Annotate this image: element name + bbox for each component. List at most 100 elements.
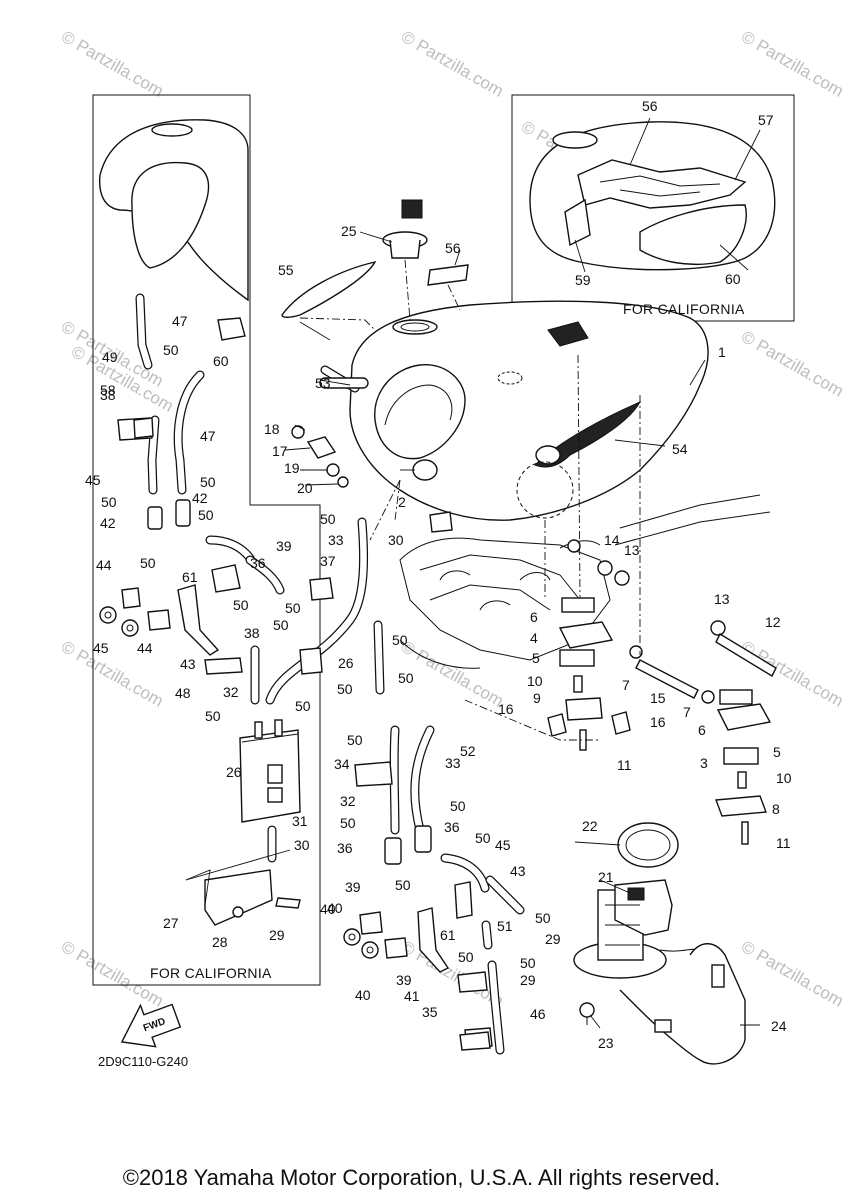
callout-49: 49 xyxy=(102,349,118,365)
callout-6: 6 xyxy=(530,609,538,625)
callout-29: 29 xyxy=(269,927,285,943)
callout-28: 28 xyxy=(212,934,228,950)
callout-40: 40 xyxy=(320,901,336,917)
callout-52: 52 xyxy=(460,743,476,759)
callout-26: 26 xyxy=(226,764,242,780)
callout-15: 15 xyxy=(650,690,666,706)
callout-16: 16 xyxy=(650,714,666,730)
callout-11: 11 xyxy=(776,835,791,851)
fwd-arrow: FWD xyxy=(120,1003,182,1048)
hoses xyxy=(135,293,525,1055)
callout-2: 2 xyxy=(398,494,406,510)
callout-4: 4 xyxy=(530,630,538,646)
callout-50: 50 xyxy=(475,830,491,846)
canister xyxy=(239,719,301,823)
callout-17: 17 xyxy=(272,443,288,459)
callout-40: 40 xyxy=(355,987,371,1003)
callout-43: 43 xyxy=(180,656,196,672)
callout-50: 50 xyxy=(392,632,408,648)
callout-50: 50 xyxy=(398,670,414,686)
callout-50: 50 xyxy=(205,708,221,724)
callout-33: 33 xyxy=(445,755,461,771)
callout-31: 31 xyxy=(292,813,308,829)
callout-45: 45 xyxy=(93,640,109,656)
callout-35: 35 xyxy=(422,1004,438,1020)
callout-30: 30 xyxy=(294,837,310,853)
callout-38: 38 xyxy=(244,625,260,641)
diagram-code: 2D9C110-G240 xyxy=(98,1054,188,1069)
callout-38: 38 xyxy=(100,387,116,403)
callout-42: 42 xyxy=(100,515,116,531)
callout-24: 24 xyxy=(771,1018,787,1034)
callout-60: 60 xyxy=(213,353,229,369)
callout-46: 46 xyxy=(530,1006,546,1022)
callout-53: 53 xyxy=(315,375,331,391)
left-box-caption: FOR CALIFORNIA xyxy=(150,965,272,981)
watermark-text: © Partzilla.com xyxy=(398,637,507,711)
callout-50: 50 xyxy=(163,342,179,358)
callout-13: 13 xyxy=(624,542,640,558)
watermark-text: © Partzilla.com xyxy=(398,27,507,101)
callout-5: 5 xyxy=(532,650,540,666)
callout-47: 47 xyxy=(200,428,216,444)
callout-50: 50 xyxy=(535,910,551,926)
callout-18: 18 xyxy=(264,421,280,437)
callout-32: 32 xyxy=(223,684,239,700)
callout-50: 50 xyxy=(273,617,289,633)
callout-50: 50 xyxy=(395,877,411,893)
callout-33: 33 xyxy=(328,532,344,548)
callout-14: 14 xyxy=(604,532,620,548)
watermark-text: © Partzilla.com xyxy=(58,27,167,101)
callout-23: 23 xyxy=(598,1035,614,1051)
copyright-text: ©2018 Yamaha Motor Corporation, U.S.A. A… xyxy=(122,1165,721,1190)
callout-32: 32 xyxy=(340,793,356,809)
callout-12: 12 xyxy=(765,614,781,630)
callout-29: 29 xyxy=(520,972,536,988)
callout-48: 48 xyxy=(175,685,191,701)
callout-29: 29 xyxy=(545,931,561,947)
watermark-text: © Partzilla.com xyxy=(738,327,843,401)
callout-1: 1 xyxy=(718,344,726,360)
callout-11: 11 xyxy=(617,757,632,773)
fuel-tank xyxy=(349,300,709,521)
watermark-text: © Partzilla.com xyxy=(738,27,843,101)
callout-58: 58 xyxy=(100,382,116,398)
leader-lines xyxy=(185,117,761,1029)
frame-sketch xyxy=(399,494,771,669)
callout-50: 50 xyxy=(458,949,474,965)
callout-50: 50 xyxy=(233,597,249,613)
callout-layer: 1234556677891010111112131314151616171819… xyxy=(85,98,792,1051)
callout-50: 50 xyxy=(140,555,156,571)
callout-61: 61 xyxy=(440,927,456,943)
callout-27: 27 xyxy=(163,915,179,931)
callout-44: 44 xyxy=(96,557,112,573)
callout-50: 50 xyxy=(520,955,536,971)
callout-22: 22 xyxy=(582,818,598,834)
callout-45: 45 xyxy=(85,472,101,488)
callout-21: 21 xyxy=(598,869,614,885)
callout-39: 39 xyxy=(345,879,361,895)
callout-42: 42 xyxy=(192,490,208,506)
callout-26: 26 xyxy=(338,655,354,671)
callout-40: 40 xyxy=(327,900,343,916)
callout-55: 55 xyxy=(278,262,294,278)
callout-8: 8 xyxy=(772,801,780,817)
callout-50: 50 xyxy=(320,511,336,527)
callout-39: 39 xyxy=(396,972,412,988)
callout-50: 50 xyxy=(295,698,311,714)
callout-16: 16 xyxy=(498,701,514,717)
callout-43: 43 xyxy=(510,863,526,879)
callout-9: 9 xyxy=(533,690,541,706)
callout-56: 56 xyxy=(445,240,461,256)
callout-41: 41 xyxy=(404,988,420,1004)
callout-20: 20 xyxy=(297,480,313,496)
right-box-caption: FOR CALIFORNIA xyxy=(623,301,745,317)
callout-50: 50 xyxy=(347,732,363,748)
fuel-pump xyxy=(573,822,746,1065)
callout-50: 50 xyxy=(450,798,466,814)
callout-30: 30 xyxy=(388,532,404,548)
callout-50: 50 xyxy=(198,507,214,523)
callout-54: 54 xyxy=(672,441,688,457)
callout-6: 6 xyxy=(698,722,706,738)
